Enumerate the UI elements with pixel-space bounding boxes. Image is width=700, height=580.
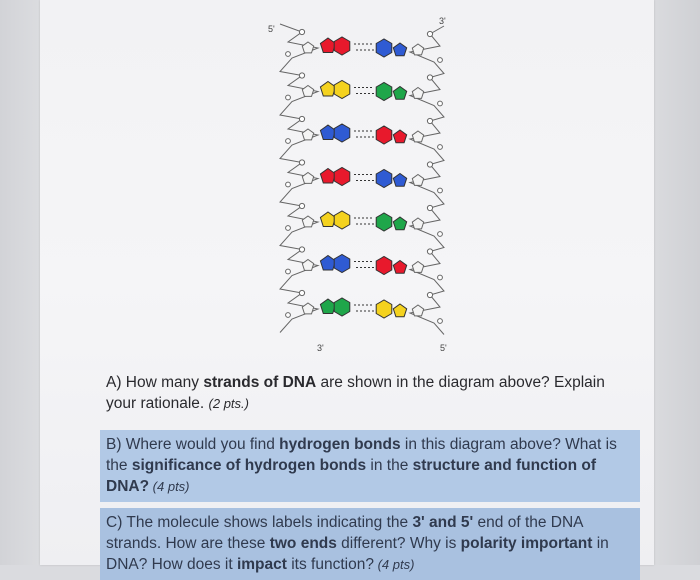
sugar-right bbox=[411, 173, 425, 186]
base-yellow bbox=[319, 80, 337, 97]
sugar-right bbox=[411, 43, 425, 56]
sugar-right bbox=[411, 304, 425, 317]
sugar-left bbox=[301, 128, 315, 141]
phosphate-left bbox=[298, 115, 306, 123]
phosphate-right bbox=[426, 161, 434, 168]
sugar-left bbox=[301, 215, 315, 228]
base-blue bbox=[375, 38, 393, 58]
question-a: A) How many strands of DNA are shown in … bbox=[106, 374, 605, 412]
base-green bbox=[319, 298, 337, 314]
base-green bbox=[333, 297, 351, 317]
question-b-highlighted: B) Where would you find hydrogen bonds i… bbox=[100, 430, 640, 502]
base-blue bbox=[375, 168, 393, 189]
phosphate-left bbox=[285, 312, 291, 318]
phosphate-left bbox=[285, 138, 291, 144]
phosphate-right bbox=[437, 187, 443, 194]
phosphate-left bbox=[285, 268, 291, 275]
phosphate-right bbox=[437, 231, 443, 237]
base-red bbox=[392, 259, 408, 274]
phosphate-right bbox=[437, 274, 443, 281]
base-blue bbox=[333, 123, 351, 143]
phosphate-left bbox=[285, 225, 291, 231]
base-red bbox=[333, 166, 351, 187]
base-green bbox=[375, 212, 393, 232]
phosphate-left bbox=[298, 28, 306, 36]
phosphate-left bbox=[285, 181, 291, 188]
phosphate-right bbox=[437, 318, 443, 324]
phosphate-right bbox=[437, 57, 443, 63]
document-page: 5' 3' 3' 5' A) How many strands of DNA a… bbox=[40, 0, 654, 580]
sugar-right bbox=[411, 86, 425, 99]
phosphate-right bbox=[426, 248, 434, 255]
base-blue bbox=[392, 42, 408, 57]
base-yellow bbox=[333, 79, 351, 100]
base-yellow bbox=[333, 210, 351, 230]
question-list: A) How many strands of DNA are shown in … bbox=[100, 368, 640, 580]
phosphate-left bbox=[285, 94, 291, 101]
label-5-prime-bottom: 5' bbox=[440, 343, 447, 353]
phosphate-left bbox=[298, 159, 306, 166]
sugar-right bbox=[411, 260, 425, 273]
phosphate-left bbox=[285, 51, 291, 57]
base-blue bbox=[319, 254, 337, 271]
sugar-right bbox=[411, 217, 425, 230]
base-green bbox=[392, 85, 408, 100]
label-3-prime-bottom: 3' bbox=[317, 343, 324, 353]
label-3-prime-top: 3' bbox=[439, 16, 446, 26]
sugar-left bbox=[301, 302, 315, 315]
phosphate-left bbox=[298, 202, 306, 210]
phosphate-left bbox=[298, 289, 306, 297]
phosphate-right bbox=[426, 204, 434, 212]
phosphate-left bbox=[298, 246, 306, 253]
base-yellow bbox=[319, 211, 337, 227]
base-yellow bbox=[392, 303, 408, 318]
base-red bbox=[319, 37, 337, 53]
label-5-prime-top: 5' bbox=[268, 24, 275, 34]
question-c-highlighted: C) The molecule shows labels indicating … bbox=[100, 508, 640, 580]
base-red bbox=[375, 125, 393, 145]
base-blue bbox=[333, 253, 351, 274]
phosphate-right bbox=[426, 74, 434, 81]
sugar-right bbox=[411, 130, 425, 143]
sugar-left bbox=[301, 258, 315, 271]
phosphate-left bbox=[298, 72, 306, 79]
phosphate-right bbox=[426, 30, 434, 38]
sugar-left bbox=[301, 84, 315, 97]
dna-double-helix-diagram: 5' 3' 3' 5' bbox=[268, 16, 447, 353]
phosphate-right bbox=[437, 100, 443, 107]
phosphate-right bbox=[426, 117, 434, 125]
sugar-left bbox=[301, 41, 315, 54]
base-blue bbox=[319, 124, 337, 140]
phosphate-right bbox=[426, 291, 434, 299]
base-green bbox=[375, 81, 393, 102]
base-green bbox=[392, 216, 408, 231]
base-red bbox=[375, 255, 393, 276]
base-red bbox=[319, 167, 337, 184]
base-red bbox=[333, 36, 351, 56]
base-yellow bbox=[375, 299, 393, 319]
phosphate-right bbox=[437, 144, 443, 150]
base-red bbox=[392, 129, 408, 144]
sugar-left bbox=[301, 171, 315, 184]
base-blue bbox=[392, 172, 408, 187]
